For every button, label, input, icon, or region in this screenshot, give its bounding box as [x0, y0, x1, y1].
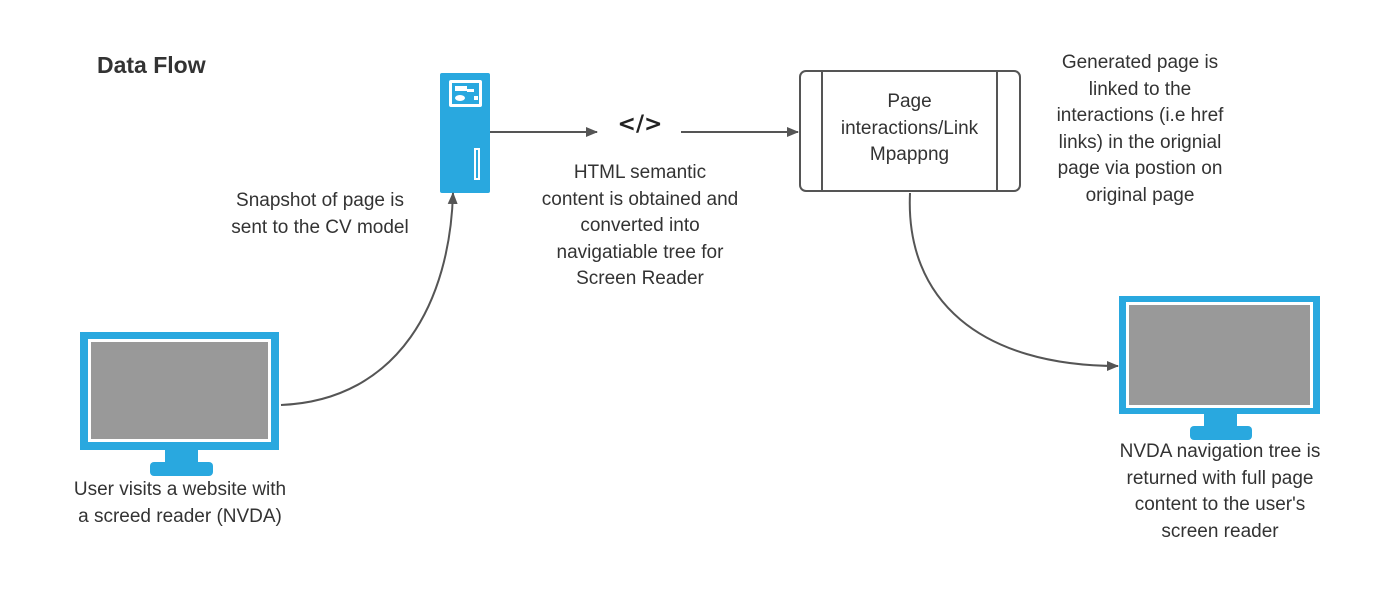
page-interactions-box — [799, 70, 1021, 192]
generated-page-label: Generated page is linked to the interact… — [1056, 52, 1224, 206]
arrow-box-to-result — [908, 192, 1119, 371]
user-monitor-label: User visits a website with a screed read… — [73, 479, 287, 527]
server-panel-dot — [455, 95, 465, 101]
server-slot-light — [474, 96, 478, 100]
server-icon — [440, 73, 490, 193]
monitor-stand-neck — [165, 450, 198, 463]
monitor-stand-base — [150, 462, 213, 476]
monitor-stand-neck — [1204, 414, 1237, 427]
result-monitor-icon — [1119, 296, 1320, 440]
diagram-title: Data Flow — [97, 52, 206, 78]
html-content-label: HTML semantic content is obtained and co… — [541, 162, 739, 289]
monitor-screen-fill — [91, 342, 268, 439]
page-box-label: Page interactions/Link Mpappng — [840, 91, 979, 165]
server-panel-bar-1 — [455, 86, 467, 91]
server-panel-bar-2 — [467, 89, 474, 92]
process-box-outline — [799, 70, 1021, 192]
monitor-stand-base — [1190, 426, 1252, 440]
nvda-result-label: NVDA navigation tree is returned with fu… — [1119, 441, 1321, 542]
arrow-monitor-to-server — [280, 192, 458, 406]
server-slot-inner — [476, 150, 478, 178]
user-monitor-icon — [80, 332, 279, 476]
monitor-screen-fill — [1129, 305, 1310, 405]
snapshot-label: Snapshot of page is sent to the CV model — [231, 190, 409, 238]
code-icon: </> — [617, 112, 663, 137]
